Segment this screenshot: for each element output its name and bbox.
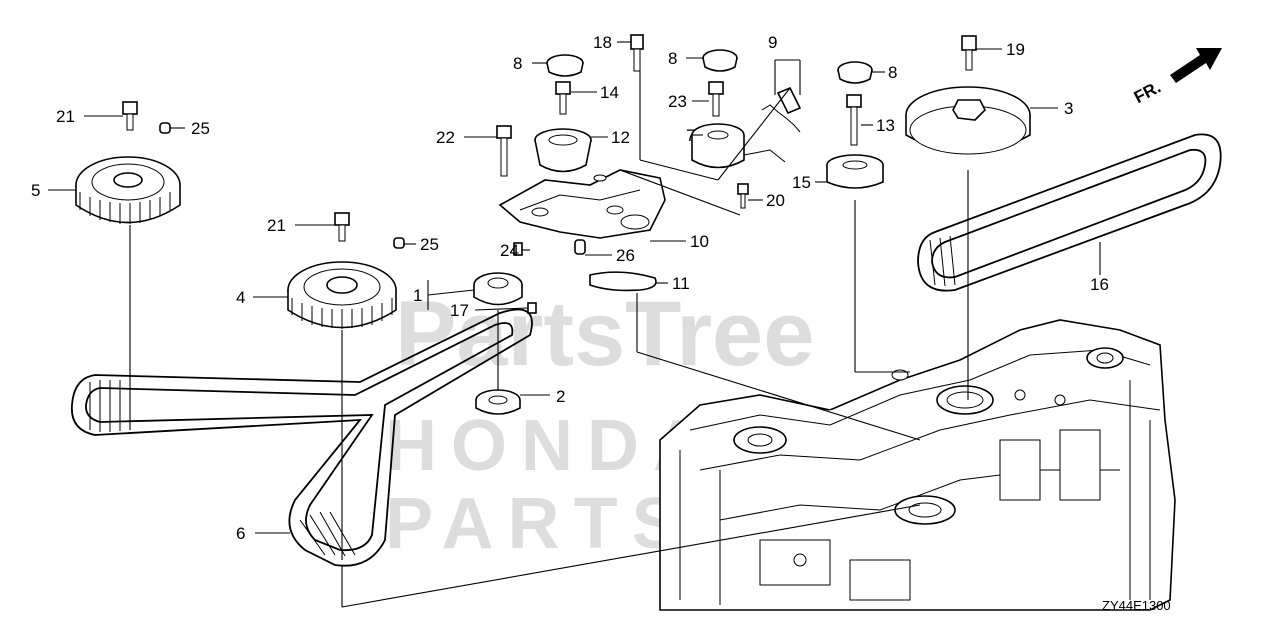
callout-11: 11: [672, 274, 690, 293]
callout-8-right: 8: [888, 63, 897, 82]
collar-15: [826, 154, 884, 189]
callout-5: 5: [31, 181, 40, 200]
callout-10: 10: [690, 232, 709, 251]
callout-19: 19: [1006, 40, 1025, 59]
callout-23: 23: [668, 92, 687, 111]
callout-12: 12: [611, 128, 630, 147]
callout-2: 2: [556, 387, 565, 406]
callout-8-middle: 8: [668, 49, 677, 68]
tensioner-7: [691, 123, 786, 169]
callout-leaders: [48, 41, 1101, 534]
cap-8-group: [546, 49, 873, 84]
gear-4: [287, 261, 397, 329]
callout-21-top: 21: [56, 107, 75, 126]
callout-21-lower: 21: [267, 216, 286, 235]
callout-9: 9: [768, 33, 777, 52]
callout-13: 13: [876, 116, 895, 135]
gear-5: [75, 156, 181, 224]
callout-4: 4: [236, 288, 245, 307]
callout-26: 26: [616, 246, 635, 265]
pulley-3: [905, 86, 1031, 155]
callout-8-left: 8: [513, 54, 522, 73]
callout-22: 22: [436, 128, 455, 147]
timing-belt-16: [917, 133, 1222, 292]
diagram-reference-code: ZY44E1300: [1102, 598, 1171, 613]
small-parts: [159, 86, 802, 314]
callout-20: 20: [766, 191, 785, 210]
timing-belt-6: [71, 308, 533, 567]
watermark-group: PartsTree HONDA PARTS: [385, 283, 814, 564]
gear-2: [475, 389, 521, 415]
callout-6: 6: [236, 524, 245, 543]
gear-1: [473, 272, 523, 306]
callout-18: 18: [593, 33, 612, 52]
watermark-partstree: PartsTree: [395, 283, 814, 385]
callout-16: 16: [1090, 275, 1109, 294]
watermark-parts: PARTS: [385, 484, 694, 564]
leader-lines: [129, 70, 969, 608]
callout-labels: 1 2 3 4 5 6 7 8 8 8 9 10 11 12 13 14 15 …: [31, 33, 1109, 543]
callout-14: 14: [600, 83, 619, 102]
callout-17: 17: [450, 301, 469, 320]
callout-25-lower: 25: [420, 235, 439, 254]
callout-25-top: 25: [191, 119, 210, 138]
watermark-honda: HONDA: [385, 406, 719, 486]
callout-15: 15: [792, 173, 811, 192]
fr-label: FR.: [1131, 77, 1164, 107]
callout-7: 7: [686, 126, 695, 145]
bracket-10: [498, 169, 666, 239]
callout-1: 1: [413, 286, 422, 305]
engine-block: [659, 319, 1176, 611]
callout-24: 24: [500, 241, 519, 260]
callout-3: 3: [1064, 99, 1073, 118]
tensioner-12: [534, 128, 592, 173]
front-direction-marker: FR.: [1131, 48, 1222, 107]
